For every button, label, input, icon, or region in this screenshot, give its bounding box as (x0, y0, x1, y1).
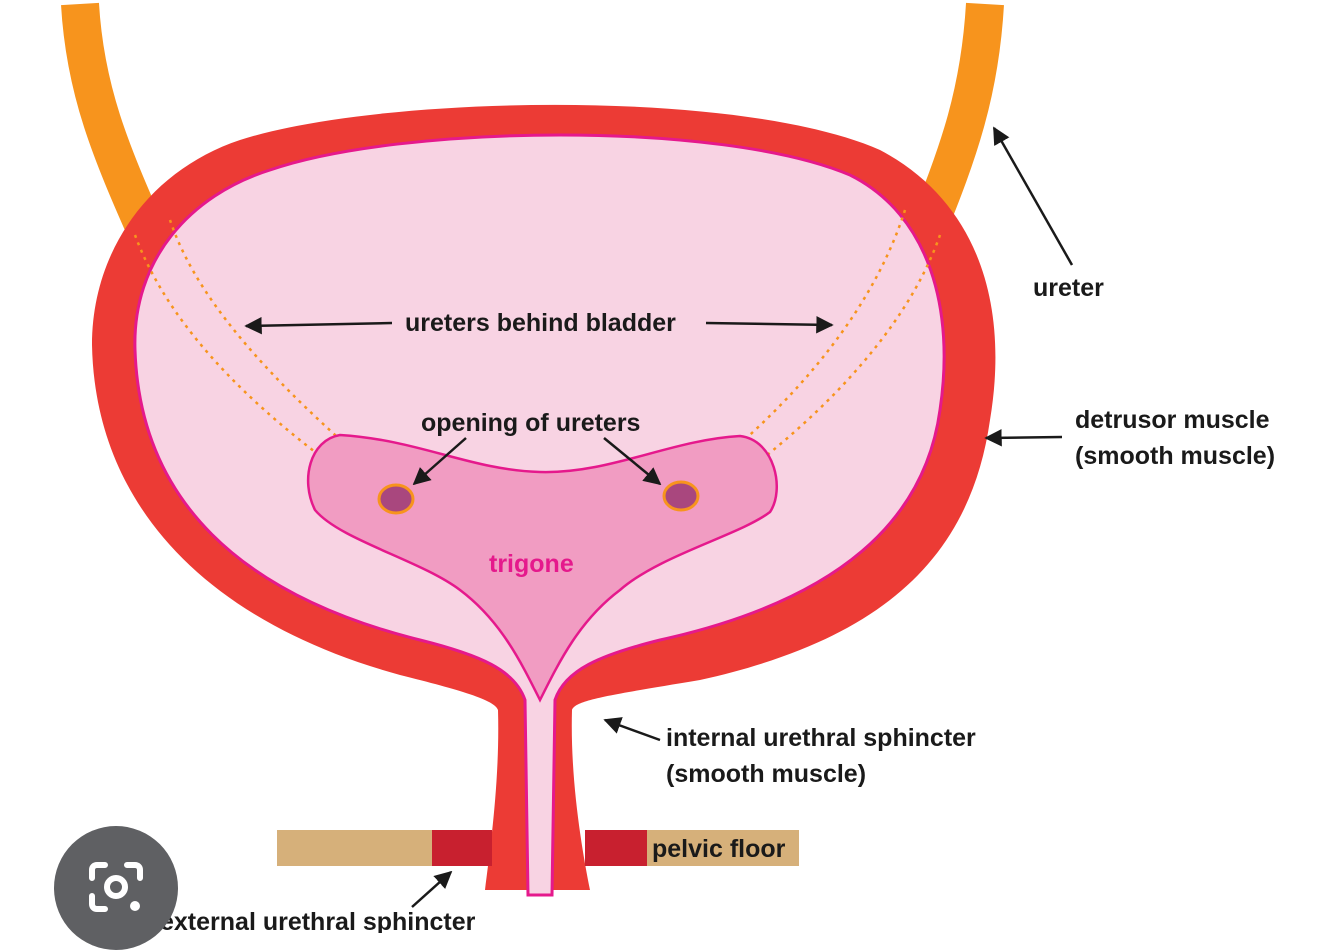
ureters-behind-arrow-left (244, 316, 393, 335)
visual-search-button[interactable] (54, 826, 178, 950)
label-detrusor-muscle: detrusor muscle (1075, 406, 1270, 434)
label-pelvic-floor: pelvic floor (652, 835, 786, 863)
external-urethral-sphincter-right (585, 830, 647, 866)
trigone-region (306, 433, 778, 703)
label-opening-of-ureters: opening of ureters (421, 409, 640, 437)
pelvic-floor-left (277, 830, 432, 866)
ureter-arrow (992, 126, 1074, 266)
label-ureters-behind-bladder: ureters behind bladder (405, 309, 676, 337)
detrusor-arrow (984, 429, 1063, 447)
label-internal-urethral-sphincter-type: (smooth muscle) (666, 760, 866, 788)
label-external-urethral-sphincter: external urethral sphincter (160, 908, 476, 933)
camera-search-icon (89, 862, 143, 912)
left-ureter-behind-bladder (133, 234, 391, 507)
internal-sphincter-arrow (603, 717, 661, 742)
label-internal-urethral-sphincter: internal urethral sphincter (666, 724, 976, 752)
opening-arrow-left (412, 437, 467, 486)
external-urethral-sphincter-left (432, 830, 492, 866)
right-ureter-opening (662, 480, 700, 512)
left-ureter-opening (377, 483, 415, 515)
label-ureter: ureter (1033, 274, 1104, 302)
ureters-behind-arrow-right (705, 316, 834, 334)
left-ureter-tube (61, 2, 168, 248)
label-detrusor-muscle-type: (smooth muscle) (1075, 442, 1275, 470)
label-trigone: trigone (489, 550, 574, 578)
external-sphincter-arrow (411, 870, 453, 908)
opening-arrow-right (603, 437, 662, 486)
pelvic-floor-right (647, 830, 799, 866)
